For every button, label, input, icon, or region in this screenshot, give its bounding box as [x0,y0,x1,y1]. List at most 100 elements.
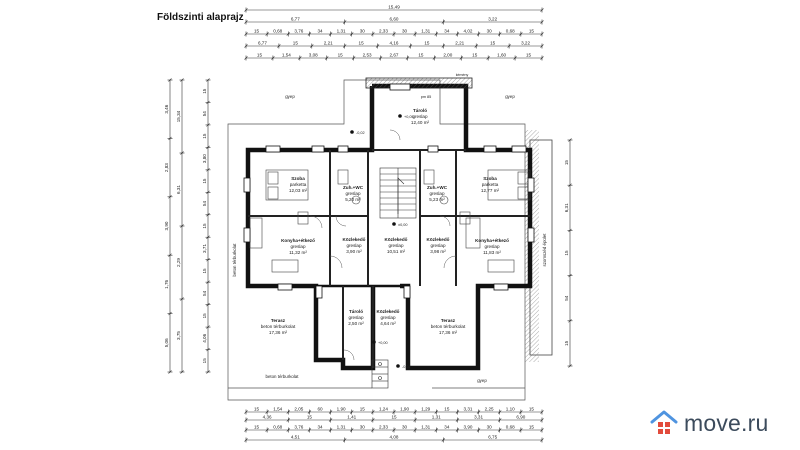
watermark: move.ru [650,409,768,437]
dimension-label: 4,02 [464,28,473,33]
dimension-label: 15 [202,88,207,94]
dimension-label: 3,76 [294,28,303,33]
label-level-outside: -0,02 [402,365,411,369]
svg-text:3,98 m²: 3,98 m² [430,249,446,254]
label-gyep-right: gyep [505,94,515,99]
dimension-label: 15 [360,406,366,411]
dimension-label: 1,54 [282,52,291,57]
label-beton-bottom: beton térburkolat [266,374,300,379]
dimension-label: 54 [564,295,569,301]
svg-text:2,50 m²: 2,50 m² [348,321,364,326]
dimension-label: 15 [202,358,207,364]
dimension-label: 15 [359,40,365,45]
dimension-label: 0,68 [273,28,282,33]
dimension-label: 30 [402,424,408,429]
dimension-label: 15 [526,52,532,57]
dimension-label: 2,21 [324,40,333,45]
svg-text:beton térburkolat: beton térburkolat [261,324,296,329]
svg-text:Szoba: Szoba [291,176,305,181]
dimension-label: 2,83 [164,163,169,172]
svg-text:Közlekedő: Közlekedő [343,237,366,242]
svg-text:Szoba: Szoba [483,176,497,181]
watermark-text: move.ru [684,409,769,436]
svg-text:Közlekedő: Közlekedő [385,237,408,242]
svg-text:greslap: greslap [412,114,428,119]
dimension-label: 1,31 [337,28,346,33]
dimension-label: 0,68 [506,424,515,429]
dimension-label: 1,10 [506,406,515,411]
svg-text:Zuh.+WC: Zuh.+WC [427,185,448,190]
svg-text:12,03 m²: 12,03 m² [289,188,308,193]
svg-text:10,51 m²: 10,51 m² [387,249,406,254]
dimension-label: 15 [254,406,260,411]
dimension-label: 30 [360,424,366,429]
dimension-label: 6,90 [516,414,525,419]
dimension-label: 15 [529,406,535,411]
dimension-label: 2,29 [176,258,181,267]
dimension-label: 3,90 [164,221,169,230]
dimension-label: 60 [317,406,323,411]
dimension-label: 15 [529,424,535,429]
dimension-label: 4,08 [390,434,399,439]
svg-text:Közlekedő: Közlekedő [377,309,400,314]
dimension-label: 30 [360,28,366,33]
dimension-label: 15 [202,133,207,139]
svg-text:Konyha+étkező: Konyha+étkező [281,238,315,243]
dimension-label: 4,06 [202,333,207,342]
dimension-label: 3,31 [464,406,473,411]
dimension-label: 3,71 [202,244,207,253]
dimension-label: 15 [202,223,207,229]
dimension-label: 15 [202,178,207,184]
windows [243,83,535,299]
dimension-label: 3,46 [164,104,169,113]
dimension-label: 1,90 [337,406,346,411]
label-szomszed: szomszéd épület [542,233,547,267]
dimension-label: 1,60 [497,52,506,57]
svg-text:greslap: greslap [484,244,500,249]
dimension-label: 30 [402,28,408,33]
dimension-label: 1,29 [421,406,430,411]
svg-text:greslap: greslap [430,243,446,248]
dimension-label: 15 [444,406,450,411]
dimension-label: 15 [564,250,569,256]
dimension-label: 3,31 [474,414,483,419]
svg-text:Közlekedő: Közlekedő [427,237,450,242]
dimension-label: 1,90 [400,406,409,411]
dimension-label: 15 [293,40,299,45]
label-level-top: +0,05 [404,115,414,119]
label-gyep-left: gyep [285,94,295,99]
dimension-label: 3,08 [309,52,318,57]
dimension-label: 15 [564,340,569,346]
svg-text:greslap: greslap [290,244,306,249]
label-pm85: pm 85 [421,95,432,99]
dimension-label: 15 [418,52,424,57]
dimension-label: 54 [202,201,207,207]
dimension-label: 2,05 [294,406,303,411]
dimension-label: 1,31 [421,424,430,429]
dimension-label: 15,34 [176,110,181,122]
dimension-label: 0,68 [506,28,515,33]
garden-outline [227,79,526,401]
svg-text:Konyha+étkező: Konyha+étkező [475,238,509,243]
dimension-label: 1,31 [421,28,430,33]
svg-text:3,90 m²: 3,90 m² [346,249,362,254]
plan-title: Földszinti alaprajz [157,12,244,23]
chimney-hatch [366,78,472,88]
svg-text:Tároló: Tároló [349,309,363,314]
svg-text:Tároló: Tároló [413,108,427,113]
label-beton-left: beton térburkolat [232,243,237,277]
dimension-label: 15 [391,414,397,419]
